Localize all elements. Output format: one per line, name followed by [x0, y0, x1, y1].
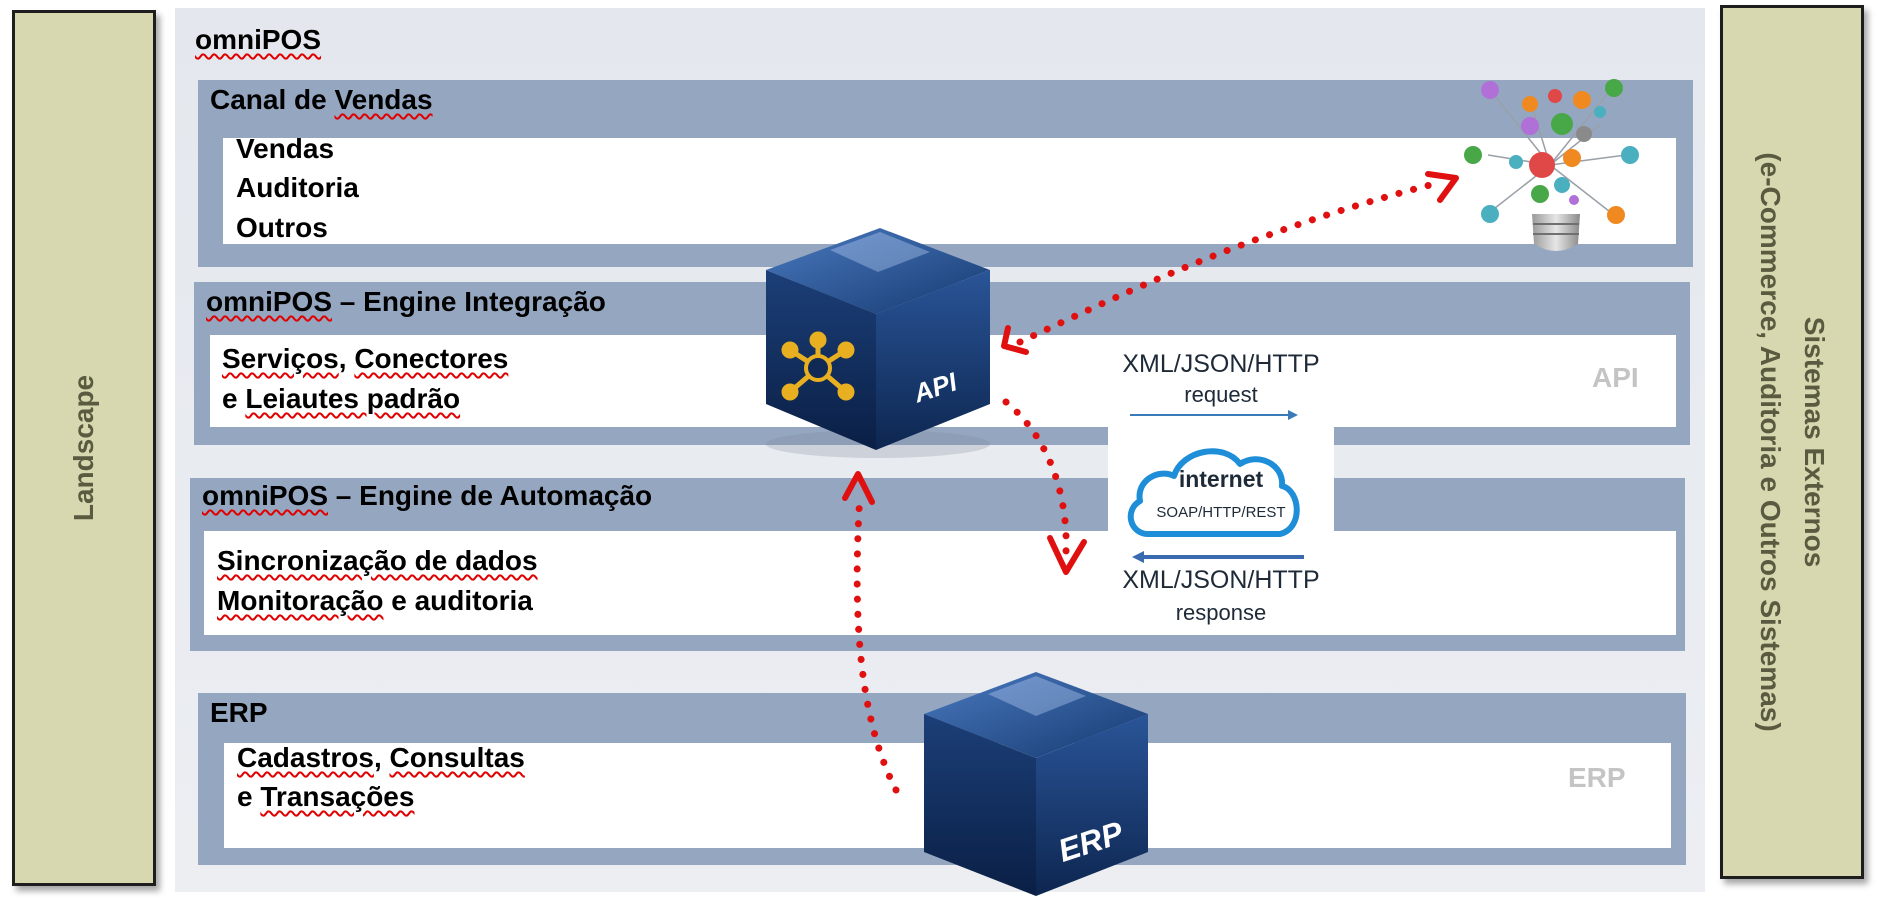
canal-vendas-box: Vendas Auditoria Outros [223, 133, 1676, 244]
canal-item-auditoria: Auditoria [236, 172, 359, 203]
engine-automacao-box: Sincronização de dados Monitoração e aud… [204, 531, 1676, 635]
cloud-icon [1127, 448, 1300, 537]
api-external-arrow-icon [1001, 171, 1459, 355]
integracao-line1: Serviços, Conectores [222, 343, 509, 374]
request-line1: XML/JSON/HTTP [1122, 350, 1320, 378]
cloud-subtitle: SOAP/HTTP/REST [1156, 504, 1286, 521]
cloud-title: internet [1178, 466, 1264, 492]
api-internet-arrow-icon [1002, 398, 1087, 575]
erp-ghost-label: ERP [1568, 762, 1626, 793]
external-systems-panel: Sistemas Externos (e-Commerce, Auditoria… [1720, 5, 1864, 879]
erp-title: ERP [210, 697, 268, 728]
automacao-line2: Monitoração e auditoria [217, 585, 533, 616]
response-arrow-icon [1132, 551, 1304, 563]
http-note-graphics [1127, 410, 1304, 563]
integracao-line2: e Leiautes padrão [222, 383, 461, 414]
http-exchange-note: XML/JSON/HTTP request internet SOAP/HTTP… [1108, 338, 1334, 632]
canal-item-outros: Outros [236, 212, 328, 243]
request-arrow-icon [1130, 410, 1298, 420]
response-line1: XML/JSON/HTTP [1122, 566, 1320, 594]
api-cube-icon [766, 228, 990, 458]
landscape-panel: Landscape [12, 10, 156, 886]
omnipos-title: omniPOS [195, 24, 322, 55]
lightbulb-icon [1464, 79, 1639, 251]
api-ghost-label: API [1592, 362, 1639, 393]
response-line2: response [1175, 600, 1267, 625]
automacao-line1: Sincronização de dados [217, 545, 538, 576]
engine-integracao-title: omniPOS – Engine Integração [206, 286, 606, 317]
erp-api-arrow-icon [842, 471, 900, 794]
erp-line2: e Transações [237, 781, 415, 812]
engine-automacao-title: omniPOS – Engine de Automação [202, 480, 653, 511]
canal-vendas-title: Canal de Vendas [210, 84, 433, 115]
canal-item-vendas: Vendas [236, 133, 335, 164]
erp-cube-icon [924, 672, 1148, 896]
request-line2: request [1184, 382, 1258, 407]
erp-line1: Cadastros, Consultas [237, 742, 525, 773]
